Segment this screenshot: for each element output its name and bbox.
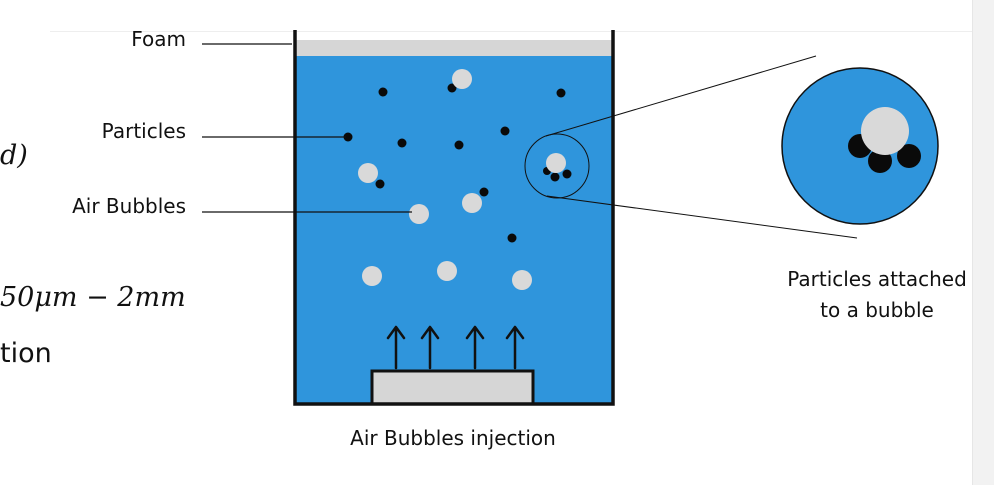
particle bbox=[375, 179, 385, 189]
air-bubbles bbox=[358, 69, 532, 290]
arrow-up-icon bbox=[420, 325, 440, 370]
particles bbox=[343, 83, 566, 243]
attached-label-line2: to a bubble bbox=[820, 298, 934, 322]
particle bbox=[500, 126, 510, 136]
air-bubble bbox=[409, 204, 429, 224]
zoom-lines bbox=[545, 55, 858, 239]
attached-particle bbox=[897, 144, 921, 168]
injection-label: Air Bubbles injection bbox=[350, 426, 556, 450]
cut-off-text-2: 50μm − 2mm bbox=[0, 282, 186, 313]
attached-label-line1: Particles attached bbox=[787, 267, 967, 291]
particle bbox=[343, 132, 353, 142]
air-bubble bbox=[437, 261, 457, 281]
highlight-ring bbox=[524, 133, 590, 199]
top-divider bbox=[50, 31, 972, 32]
foam-label: Foam bbox=[131, 27, 186, 51]
particle bbox=[479, 187, 489, 197]
arrow-up-icon bbox=[465, 325, 485, 370]
arrow-up-icon bbox=[505, 325, 525, 370]
zoomed-bubble bbox=[861, 107, 909, 155]
particle bbox=[550, 172, 560, 182]
foam-layer bbox=[295, 40, 613, 56]
air-bubble bbox=[512, 270, 532, 290]
injector-box bbox=[370, 369, 535, 406]
particle bbox=[454, 140, 464, 150]
water bbox=[295, 40, 613, 404]
air-bubble bbox=[452, 69, 472, 89]
attached-particle bbox=[868, 149, 892, 173]
particle bbox=[556, 88, 566, 98]
vertical-scrollbar[interactable] bbox=[972, 0, 994, 485]
tank-walls bbox=[293, 30, 615, 406]
air-bubbles-label: Air Bubbles bbox=[72, 194, 186, 218]
particle bbox=[397, 138, 407, 148]
zoom-view bbox=[781, 67, 939, 225]
cut-off-text-1: d) bbox=[0, 140, 28, 171]
attached-cluster-small bbox=[524, 133, 590, 199]
cut-off-text-3: tion bbox=[0, 338, 52, 369]
particle bbox=[447, 83, 457, 93]
particle bbox=[378, 87, 388, 97]
flotation-diagram: Foam Particles Air Bubbles Air Bubbles i… bbox=[72, 27, 967, 450]
air-bubble bbox=[358, 163, 378, 183]
air-bubble bbox=[462, 193, 482, 213]
particle bbox=[507, 233, 517, 243]
particles-label: Particles bbox=[102, 119, 186, 143]
particle bbox=[562, 169, 572, 179]
air-bubble bbox=[546, 153, 566, 173]
leader-lines bbox=[202, 43, 412, 213]
arrow-up-icon bbox=[386, 325, 406, 370]
injection-arrows bbox=[386, 325, 525, 370]
air-bubble bbox=[362, 266, 382, 286]
